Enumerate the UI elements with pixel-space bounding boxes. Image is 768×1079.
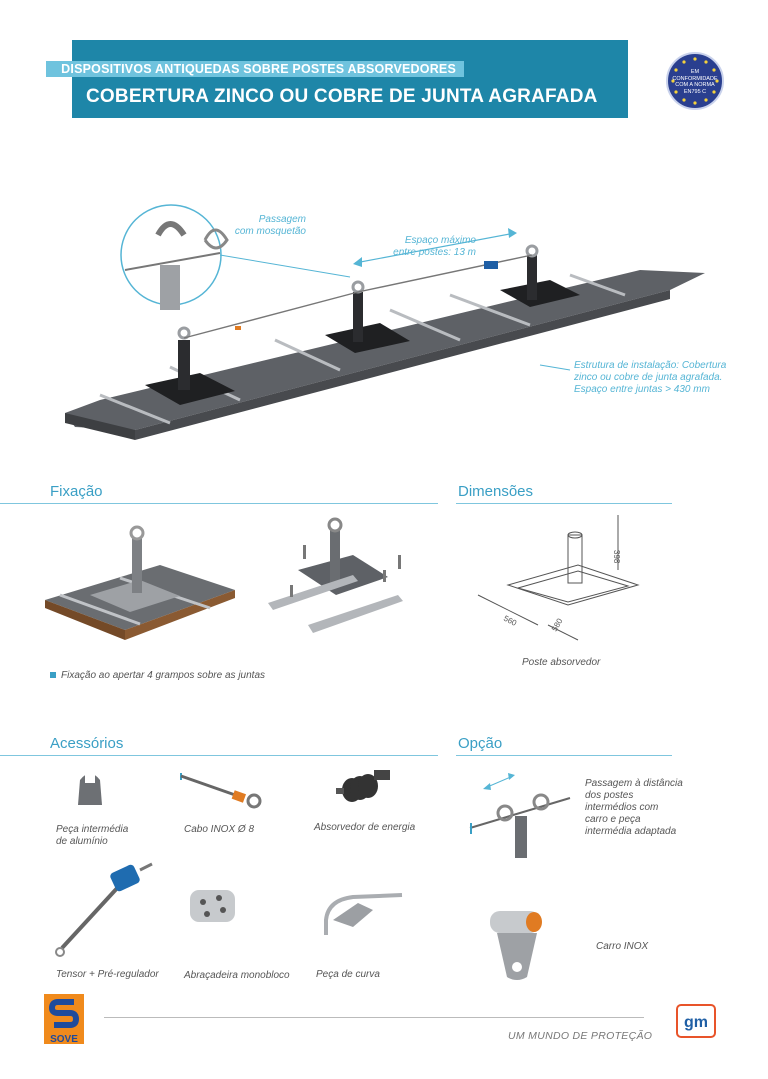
bullet-icon (50, 672, 56, 679)
rule-fixacao (0, 503, 438, 504)
curve-piece-icon (324, 893, 403, 935)
option-text-2: Carro INOX (596, 941, 649, 952)
section-title-dimensoes: Dimensões (458, 483, 534, 500)
dimension-caption: Poste absorvedor (522, 657, 601, 668)
stainless-cable-icon (180, 773, 262, 809)
rule-opcao (456, 755, 672, 756)
header-banner (72, 40, 628, 118)
footer-rule (104, 1017, 644, 1018)
badge-text: EM CONFORMIDADE COM A NORMA EN795 C (672, 69, 718, 95)
conformity-badge: EM CONFORMIDADE COM A NORMA EN795 C (666, 52, 724, 110)
callout-structure: Estrutura de instalação: Cobertura zinco… (574, 360, 727, 395)
svg-text:SOVE: SOVE (50, 1034, 78, 1044)
energy-absorber-icon (336, 770, 390, 802)
section-title-acessorios: Acessórios (50, 735, 124, 752)
distance-passage-icon (469, 773, 571, 858)
dimension-drawing: 398 560 580 (477, 515, 640, 641)
callout-passage: Passagem com mosquetão (234, 214, 306, 237)
footer-slogan: UM MUNDO DE PROTEÇÃO (508, 1030, 653, 1042)
accessory-label-2: Absorvedor de energia (314, 822, 416, 833)
monoblock-clamp-icon (190, 890, 235, 922)
intermediate-piece-icon (78, 771, 102, 805)
fixation-exploded-illustration (268, 517, 403, 633)
accessory-label-5: Peça de curva (316, 969, 380, 980)
section-title-fixacao: Fixação (50, 483, 103, 500)
accessory-label-4: Abraçadeira monobloco (184, 970, 290, 981)
tensioner-icon (55, 862, 153, 957)
sove-logo-icon: SOVE (44, 994, 84, 1044)
gm-logo-icon: gm (676, 1004, 716, 1038)
fixation-roof-illustration (45, 525, 235, 640)
accessory-label-1: Cabo INOX Ø 8 (184, 824, 255, 835)
section-title-opcao: Opção (458, 735, 503, 752)
eu-stars-icon (671, 57, 719, 105)
accessory-label-3: Tensor + Pré-regulador (56, 969, 159, 980)
header-title: COBERTURA ZINCO OU COBRE DE JUNTA AGRAFA… (86, 86, 598, 107)
fixation-note: Fixação ao apertar 4 grampos sobre as ju… (50, 670, 265, 682)
dim-height-label: 398 (612, 550, 621, 564)
dim-width-label: 560 (502, 614, 518, 628)
stainless-carriage-icon (490, 911, 542, 980)
callout-distance: Espaço máximo entre postes: 13 m (393, 235, 476, 258)
main-installation-illustration (65, 204, 705, 440)
dim-depth-label: 580 (550, 616, 565, 633)
rule-acessorios (0, 755, 438, 756)
rule-dimensoes (456, 503, 672, 504)
header-subtitle: DISPOSITIVOS ANTIQUEDAS SOBRE POSTES ABS… (46, 61, 464, 77)
svg-text:gm: gm (684, 1014, 708, 1031)
